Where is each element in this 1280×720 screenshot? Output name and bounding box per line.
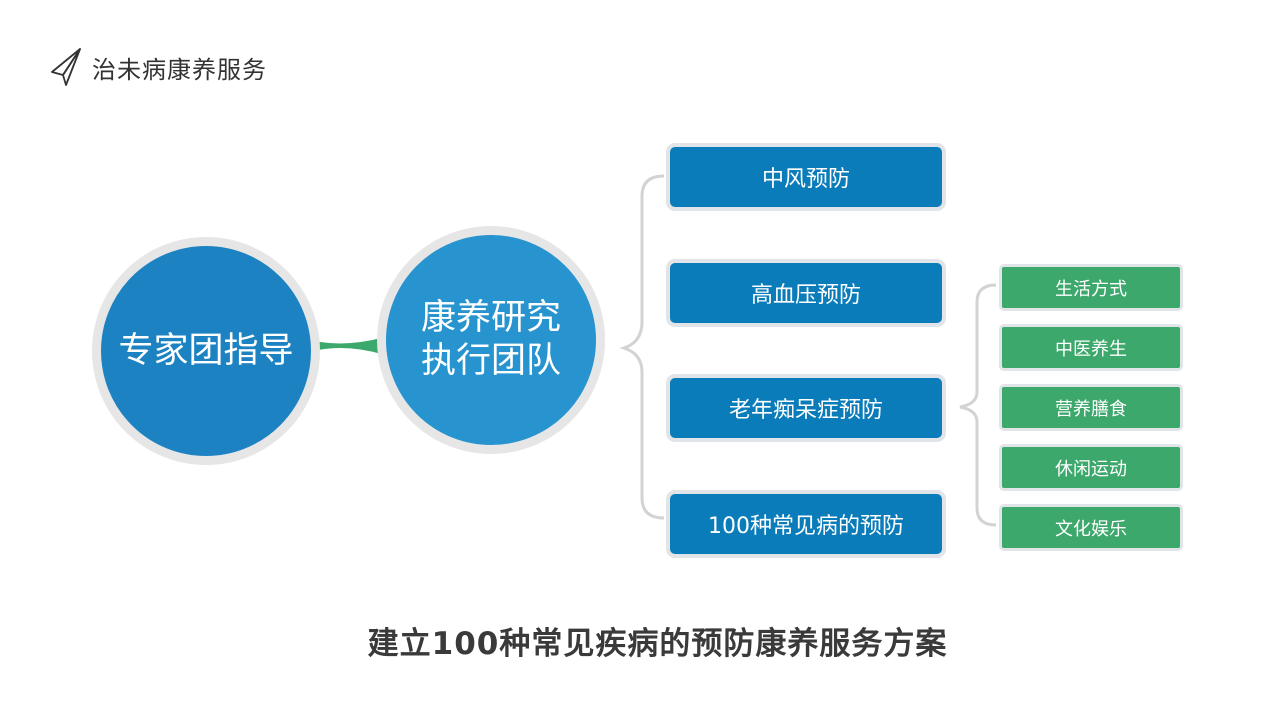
prevention-label: 100种常见病的预防 [708, 514, 904, 539]
prevention-box-stroke: 中风预防 [666, 143, 946, 211]
service-box-lifestyle: 生活方式 [999, 264, 1183, 311]
prevention-label: 高血压预防 [750, 283, 861, 308]
header: 治未病康养服务 [50, 44, 267, 90]
research-team-line1: 康养研究 [420, 298, 561, 338]
paper-plane-icon [51, 48, 81, 86]
service-box-exercise: 休闲运动 [999, 444, 1183, 491]
expert-group-label: 专家团指导 [118, 330, 294, 371]
prevention-label: 老年痴呆症预防 [728, 398, 883, 423]
bracket-prevention [619, 174, 665, 520]
service-label: 营养膳食 [1055, 398, 1127, 420]
prevention-label: 中风预防 [761, 167, 850, 192]
prevention-box-hypertension: 高血压预防 [666, 259, 946, 327]
bracket-services [959, 283, 997, 527]
research-team-circle: 康养研究 执行团队 [377, 226, 605, 454]
expert-group-circle: 专家团指导 [92, 237, 320, 465]
service-label: 文化娱乐 [1055, 518, 1127, 540]
research-team-line2: 执行团队 [420, 341, 561, 381]
service-box-tcm: 中医养生 [999, 324, 1183, 371]
prevention-box-dementia: 老年痴呆症预防 [666, 374, 946, 442]
prevention-box-common-diseases: 100种常见病的预防 [666, 490, 946, 558]
service-box-nutrition: 营养膳食 [999, 384, 1183, 431]
service-label: 生活方式 [1055, 278, 1127, 300]
footer-caption: 建立100种常见疾病的预防康养服务方案 [367, 626, 948, 662]
page-title: 治未病康养服务 [92, 55, 267, 84]
service-label: 休闲运动 [1055, 458, 1127, 480]
service-box-entertainment: 文化娱乐 [999, 504, 1183, 551]
service-label: 中医养生 [1055, 338, 1127, 360]
circle-link [300, 337, 385, 355]
